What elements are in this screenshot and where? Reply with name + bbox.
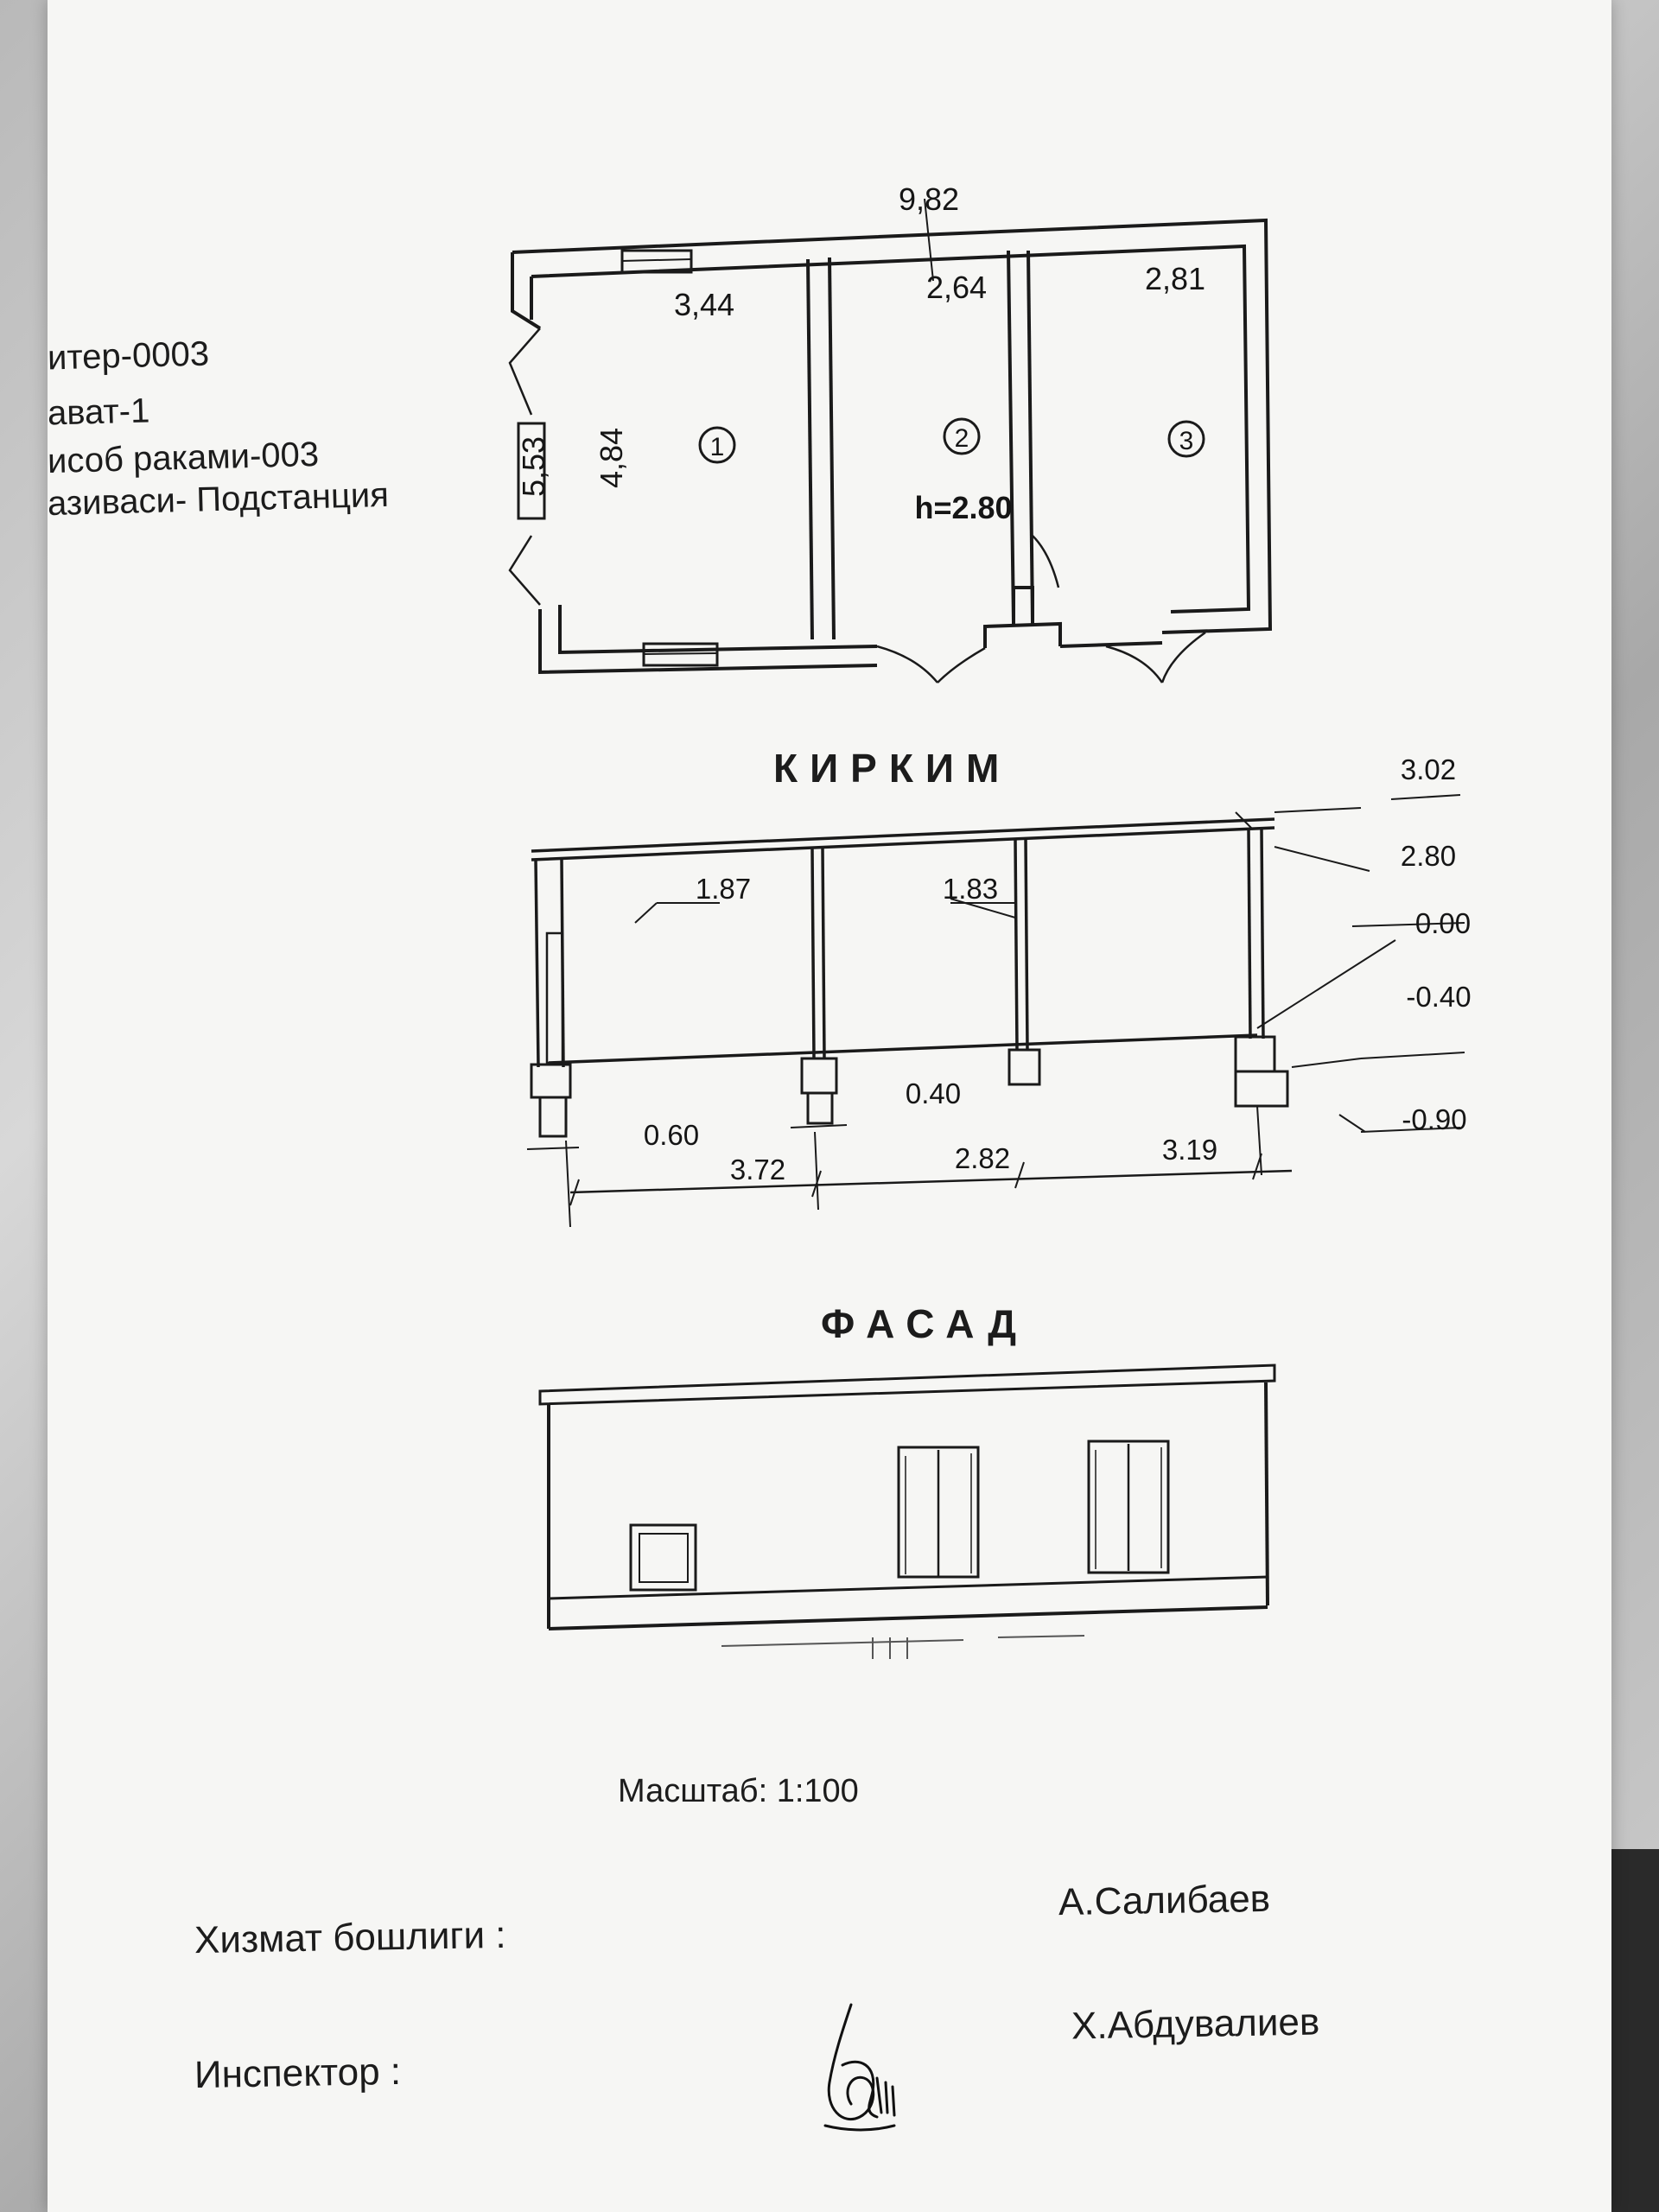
level-minus-0-90: -0.90 bbox=[1402, 1103, 1466, 1135]
role2-name: Х.Абдувалиев bbox=[1071, 2000, 1320, 2048]
role2-label: Инспектор : bbox=[194, 2050, 402, 2097]
room-number-3: 3 bbox=[1179, 427, 1194, 455]
level-0-00: 0.00 bbox=[1415, 907, 1471, 939]
level-minus-0-40: -0.40 bbox=[1406, 981, 1471, 1013]
plan-height-label: h=2.80 bbox=[914, 490, 1012, 525]
role1-label: Хизмат бошлиги : bbox=[194, 1913, 506, 1962]
plan-outer-depth: 5,53 bbox=[516, 436, 551, 497]
role1-name: А.Салибаев bbox=[1058, 1877, 1271, 1924]
window-height-1: 1.87 bbox=[696, 873, 751, 905]
level-3-02: 3.02 bbox=[1401, 753, 1456, 785]
window-height-2: 1.83 bbox=[943, 873, 998, 905]
facade-drawing bbox=[538, 1363, 1276, 1659]
scale-label: Масштаб: 1:100 bbox=[618, 1773, 859, 1809]
handwritten-signature bbox=[823, 2003, 896, 2132]
span-2: 2.82 bbox=[955, 1142, 1010, 1174]
section-drawing: 3.02 2.80 0.00 -0.40 -0.90 1.87 1.83 0.6… bbox=[526, 753, 1471, 1228]
plan-inner-depth: 4,84 bbox=[594, 428, 629, 488]
plan-room2-width: 2,64 bbox=[926, 270, 987, 305]
room-number-2: 2 bbox=[955, 424, 969, 453]
plan-room3-width: 2,81 bbox=[1145, 261, 1205, 296]
level-2-80: 2.80 bbox=[1401, 840, 1456, 872]
room-number-1: 1 bbox=[710, 433, 725, 461]
span-3: 3.19 bbox=[1162, 1134, 1217, 1166]
footing-width-2: 0.40 bbox=[906, 1077, 961, 1109]
floor-plan: 9,82 3,44 2,64 2,81 1 2 3 5,53 4,84 h=2.… bbox=[508, 181, 1273, 683]
span-1: 3.72 bbox=[730, 1154, 785, 1185]
facade-title: ФАСАД bbox=[821, 1301, 1028, 1346]
plan-overall-width: 9,82 bbox=[899, 181, 959, 217]
plan-room1-width: 3,44 bbox=[674, 287, 734, 322]
section-title: КИРКИМ bbox=[773, 746, 1012, 791]
document-sheet: итер-0003 ават-1 исоб раками-003 азиваси… bbox=[47, 0, 1611, 2212]
footing-width-1: 0.60 bbox=[644, 1119, 699, 1151]
